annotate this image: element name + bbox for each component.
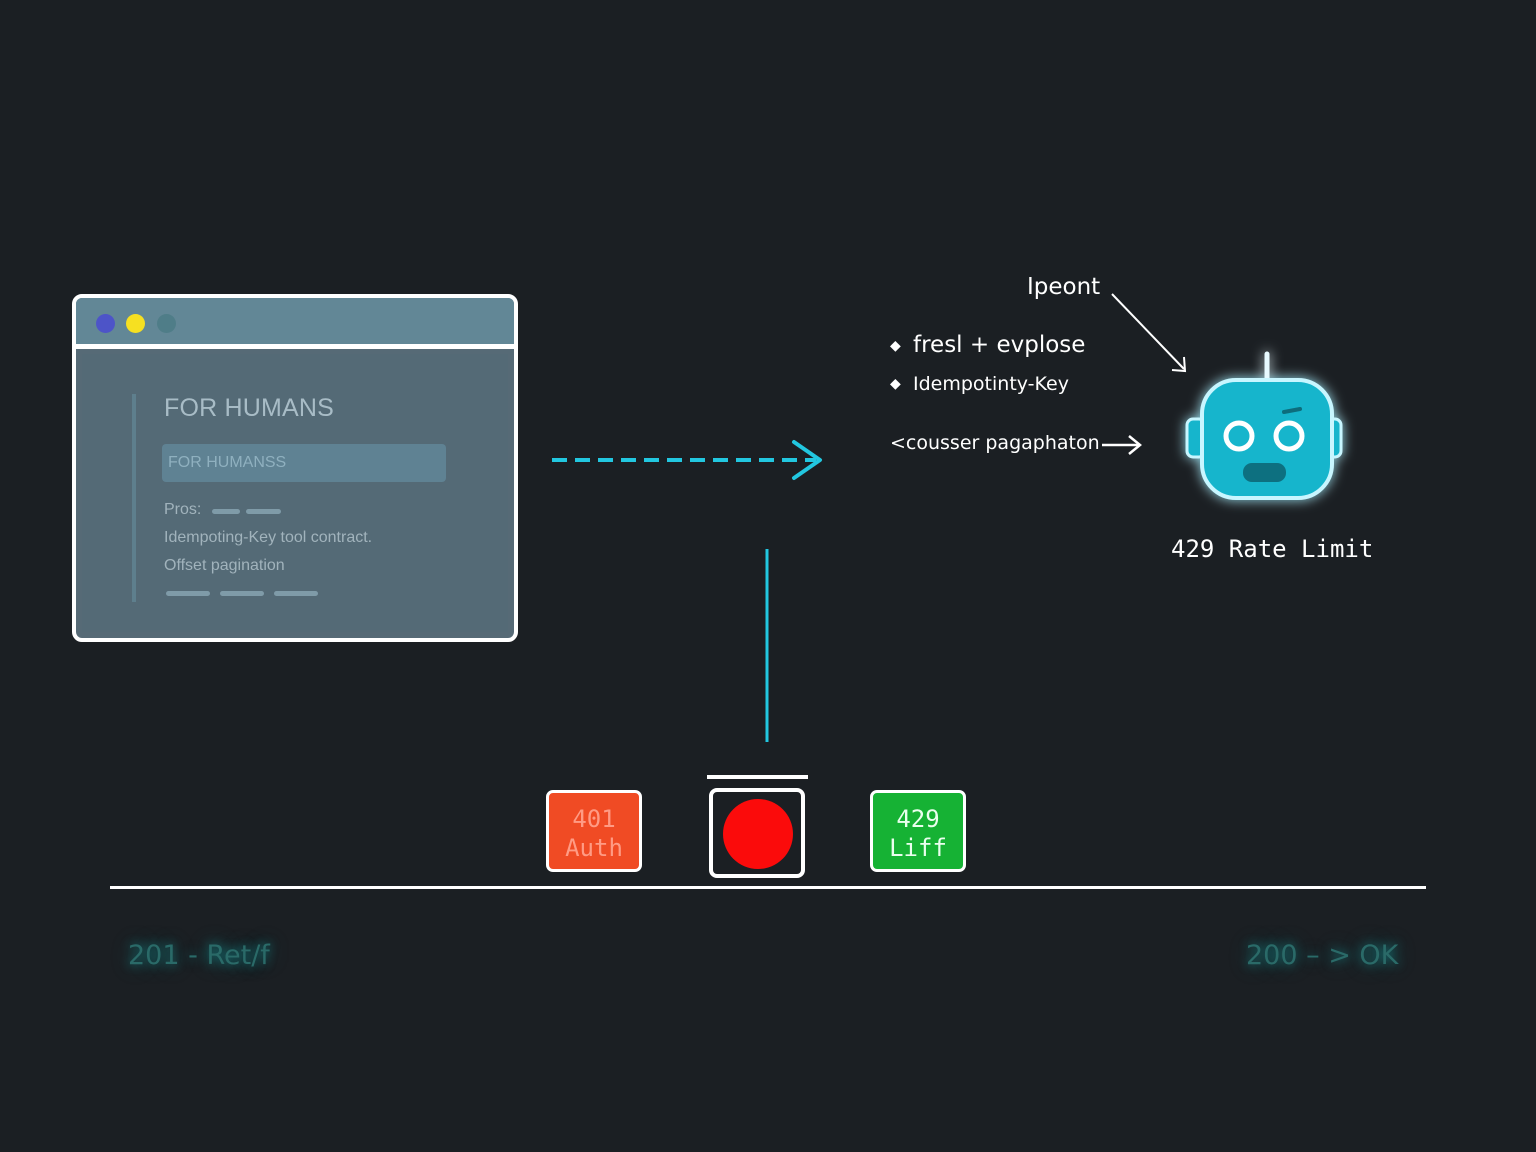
window-dot-yellow	[126, 314, 145, 333]
placeholder-pill	[220, 591, 264, 596]
bottom-right-label: 200 – > OK	[1246, 940, 1399, 971]
status-code: 429	[896, 805, 940, 833]
placeholder-pill	[274, 591, 318, 596]
placeholder-pill	[166, 591, 210, 596]
robot-label: 429 Rate Limit	[1171, 535, 1374, 563]
record-dot-icon	[723, 799, 793, 869]
placeholder-pill	[246, 509, 281, 514]
annotation-item-text: Idempotinty-Key	[913, 373, 1069, 395]
annotation-arrow-head	[1128, 435, 1142, 455]
robot-icon	[1185, 351, 1343, 500]
status-text: Auth	[565, 834, 623, 862]
browser-input-field: FOR HUMANSS	[162, 444, 446, 482]
browser-line-1: Idempoting-Key tool contract.	[164, 529, 373, 546]
record-box	[709, 788, 805, 878]
status-code: 401	[572, 805, 616, 833]
browser-line-2: Offset pagination	[164, 557, 285, 574]
annotation-title: Ipeont	[1027, 274, 1101, 300]
diamond-bullet-icon: ◆	[890, 338, 901, 354]
pros-label: Pros:	[164, 501, 202, 518]
window-dot-gray	[157, 314, 176, 333]
status-box-429: 429 Liff	[870, 790, 966, 872]
record-top-bar	[707, 775, 808, 779]
annotation-item: ◆ fresl + evplose	[890, 332, 1085, 358]
diagonal-arrow-head	[1171, 356, 1187, 373]
angle-bracket-icon: <	[890, 432, 906, 454]
browser-title-bar	[76, 298, 514, 349]
timeline-baseline	[110, 886, 1426, 889]
browser-content: FOR HUMANS FOR HUMANSS Pros: Idempoting-…	[82, 354, 508, 632]
annotation-item: ◆ Idempotinty-Key	[890, 373, 1069, 395]
annotation-item: <cousser pagaphaton	[890, 432, 1100, 454]
bottom-left-label: 201 - Ret/f	[128, 940, 270, 971]
diamond-bullet-icon: ◆	[890, 376, 901, 392]
status-text: Liff	[889, 834, 947, 862]
window-dot-blue	[96, 314, 115, 333]
content-side-rule	[132, 394, 136, 602]
browser-heading: FOR HUMANS	[164, 394, 335, 422]
diagonal-arrow	[1111, 293, 1185, 370]
dashed-arrow-head	[792, 440, 822, 480]
annotation-item-text: cousser pagaphaton	[905, 432, 1100, 454]
annotation-item-text: fresl + evplose	[913, 332, 1086, 358]
placeholder-pill	[212, 509, 240, 514]
browser-window: FOR HUMANS FOR HUMANSS Pros: Idempoting-…	[72, 294, 518, 642]
status-box-401: 401 Auth	[546, 790, 642, 872]
